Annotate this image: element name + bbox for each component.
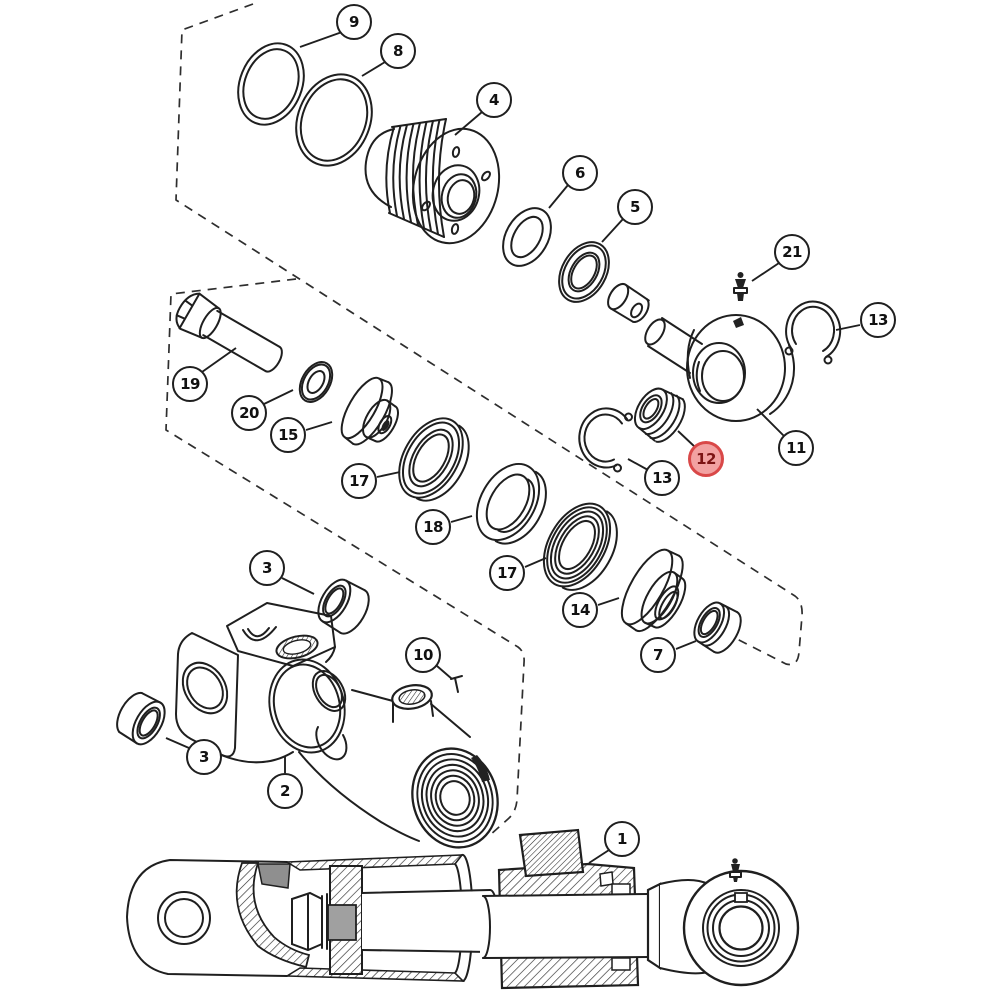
part-18-wear-ring [475, 463, 547, 545]
callout-3-lower[interactable]: 3 [186, 739, 222, 775]
callout-13-left-label: 13 [652, 469, 672, 487]
part-12-piston-bushing [633, 387, 686, 443]
callout-2-label: 2 [280, 782, 290, 800]
callout-1[interactable]: 1 [604, 821, 640, 857]
callout-17-lower-label: 17 [497, 564, 517, 582]
callout-14-leader [597, 597, 620, 606]
callout-12-label: 12 [696, 450, 716, 468]
callout-13-left-leader [627, 458, 649, 471]
part-19-bolt [175, 292, 283, 373]
callout-15-leader [305, 421, 333, 431]
part-13-snap-ring-right [784, 300, 842, 365]
part-3-bushing-upper [317, 578, 370, 635]
callout-19[interactable]: 19 [172, 366, 208, 402]
group-boundary-middle [165, 278, 525, 837]
callout-20-leader [263, 389, 294, 405]
callout-3-upper[interactable]: 3 [249, 550, 285, 586]
callout-11[interactable]: 11 [778, 430, 814, 466]
part-17-seal-lower [542, 502, 618, 591]
callout-21-leader [751, 262, 780, 282]
callout-12-leader [677, 430, 696, 448]
callout-10-label: 10 [413, 646, 433, 664]
callout-5-label: 5 [630, 198, 640, 216]
callout-13-right-label: 13 [868, 311, 888, 329]
callout-17-lower-leader [524, 557, 547, 568]
callout-13-right-leader [835, 324, 861, 331]
part-13-snap-ring-left [578, 407, 633, 473]
callout-9[interactable]: 9 [336, 4, 372, 40]
callout-3-upper-label: 3 [262, 559, 272, 577]
callout-14[interactable]: 14 [562, 592, 598, 628]
callout-17-upper-label: 17 [349, 472, 369, 490]
callout-9-label: 9 [349, 13, 359, 31]
callout-18-label: 18 [423, 518, 443, 536]
callout-20-label: 20 [239, 404, 259, 422]
callout-3-lower-label: 3 [199, 748, 209, 766]
callout-3-upper-leader [281, 577, 315, 595]
callout-11-leader [756, 408, 785, 437]
callout-6-leader [548, 184, 569, 209]
callout-17-upper[interactable]: 17 [341, 463, 377, 499]
callout-13-right[interactable]: 13 [860, 302, 896, 338]
callout-13-left[interactable]: 13 [644, 460, 680, 496]
callout-4-label: 4 [489, 91, 499, 109]
callout-6-label: 6 [575, 164, 585, 182]
callout-18-leader [450, 515, 473, 523]
callout-7-leader [675, 640, 697, 650]
callout-2[interactable]: 2 [267, 773, 303, 809]
callout-3-lower-leader [165, 737, 190, 749]
callout-1-label: 1 [617, 830, 627, 848]
part-17-seal-upper [398, 417, 470, 502]
callout-8[interactable]: 8 [380, 33, 416, 69]
callout-17-lower[interactable]: 17 [489, 555, 525, 591]
callout-10[interactable]: 10 [405, 637, 441, 673]
callout-21[interactable]: 21 [774, 234, 810, 270]
callout-1-leader [588, 849, 610, 864]
part-20-washer [298, 361, 334, 403]
callout-5[interactable]: 5 [617, 189, 653, 225]
callout-5-leader [601, 218, 624, 243]
spacer-bushing [607, 282, 650, 323]
callout-6[interactable]: 6 [562, 155, 598, 191]
part-10-screw [450, 675, 463, 693]
part-1-assembled-cylinder [126, 828, 800, 990]
cylinder-tube-body [298, 684, 499, 849]
callout-9-leader [299, 31, 343, 48]
part-4-gland [364, 118, 501, 245]
callout-7[interactable]: 7 [640, 637, 676, 673]
callout-17-upper-leader [376, 471, 401, 478]
callout-11-label: 11 [786, 439, 806, 457]
callout-8-label: 8 [393, 42, 403, 60]
callout-21-label: 21 [782, 243, 802, 261]
callout-10-leader [436, 665, 453, 680]
callout-18[interactable]: 18 [415, 509, 451, 545]
part-8-backup-ring [295, 73, 373, 167]
callout-19-leader [201, 347, 237, 373]
part-5-seal-ring [558, 241, 610, 303]
part-21-grease-fitting [733, 272, 748, 301]
part-11-rod-eye [644, 314, 796, 422]
callout-leader-lines [165, 31, 861, 864]
part-6-seal [502, 207, 552, 267]
part-2-trunnion [175, 602, 348, 764]
callout-4[interactable]: 4 [476, 82, 512, 118]
callout-20[interactable]: 20 [231, 395, 267, 431]
callout-4-leader [454, 111, 483, 136]
part-3-bushing-lower [116, 692, 166, 746]
callout-8-leader [361, 61, 386, 77]
callout-12[interactable]: 12 [688, 441, 724, 477]
callout-15-label: 15 [278, 426, 298, 444]
group-boundary-top [175, 3, 803, 666]
part-15-piston-retainer [340, 376, 399, 446]
part-14-gland [620, 548, 687, 632]
callout-19-label: 19 [180, 375, 200, 393]
part-7-bushing [693, 601, 742, 654]
callout-14-label: 14 [570, 601, 590, 619]
part-9-o-ring [237, 42, 305, 126]
callout-7-label: 7 [653, 646, 663, 664]
callout-15[interactable]: 15 [270, 417, 306, 453]
